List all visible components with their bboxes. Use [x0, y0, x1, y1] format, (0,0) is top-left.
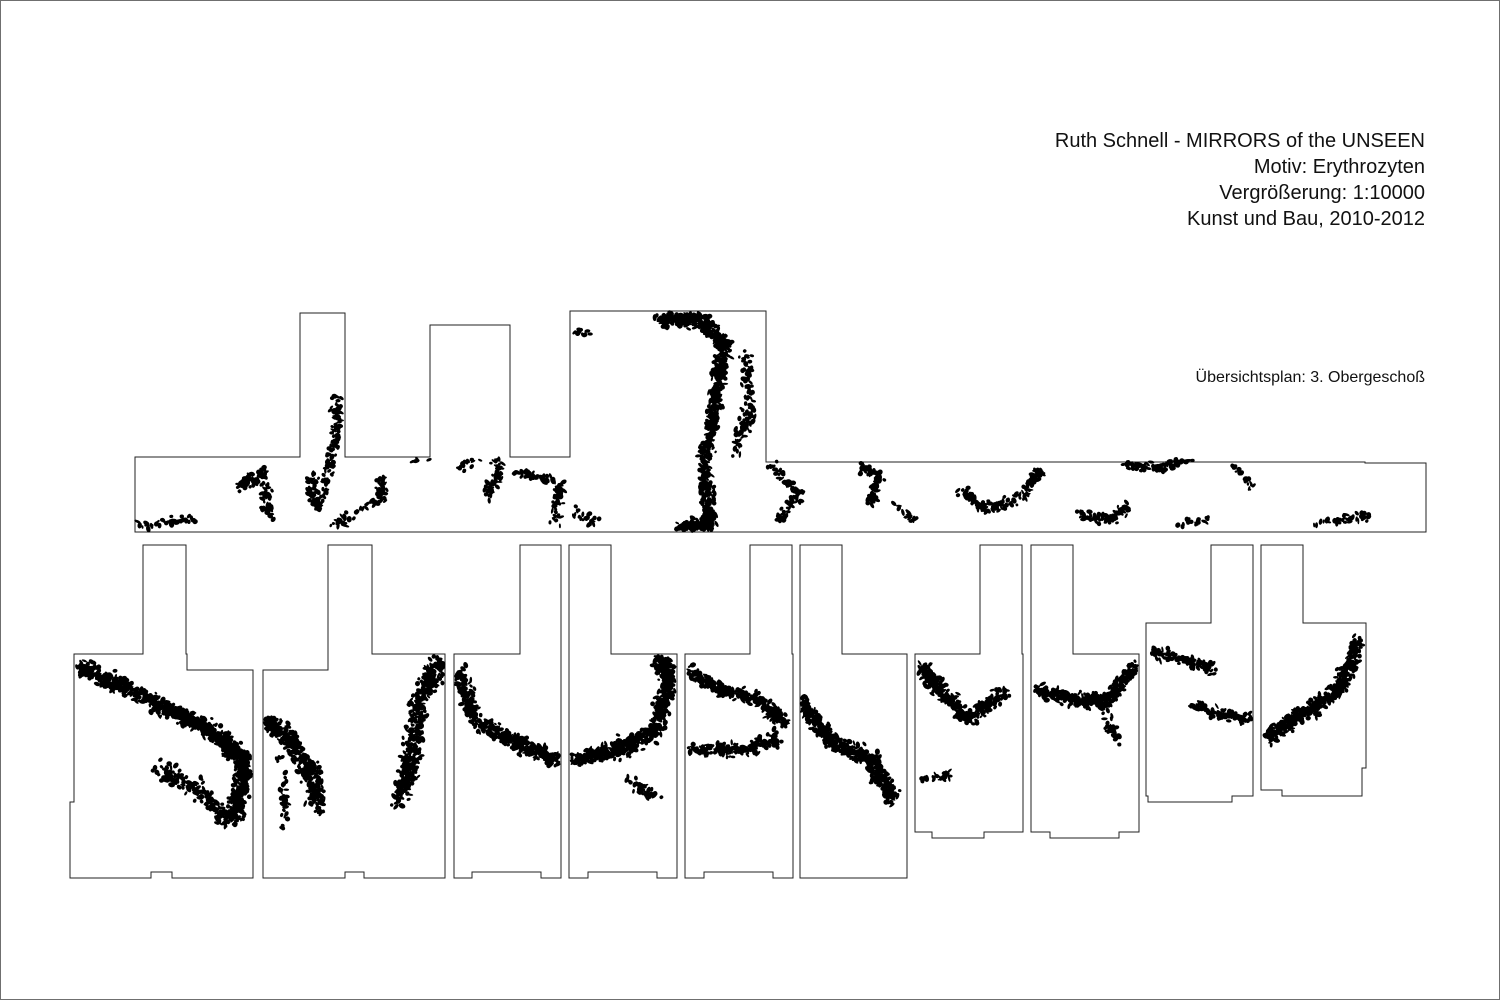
title-block: Ruth Schnell - MIRRORS of the UNSEEN Mot…	[1055, 128, 1425, 232]
room-8	[1030, 544, 1140, 839]
room-2	[262, 544, 446, 879]
motif-label: Motiv: Erythrozyten	[1253, 156, 1425, 178]
room-6	[799, 544, 908, 879]
room-1	[69, 544, 254, 879]
room-4	[568, 544, 678, 879]
room-9	[1145, 544, 1254, 803]
magnification-label: Vergrößerung: 1:10000	[1219, 182, 1425, 204]
room-7	[914, 544, 1024, 839]
room-10	[1260, 544, 1367, 797]
room-5	[684, 544, 794, 879]
plan-label: Übersichtsplan: 3. Obergeschoß	[1195, 369, 1425, 386]
project-label: Kunst und Bau, 2010-2012	[1187, 208, 1425, 230]
artist-title: Ruth Schnell - MIRRORS of the UNSEEN	[1054, 130, 1425, 152]
erythrocyte-pattern	[75, 310, 1372, 831]
corridor-outline	[134, 310, 1427, 533]
room-3	[453, 544, 562, 879]
